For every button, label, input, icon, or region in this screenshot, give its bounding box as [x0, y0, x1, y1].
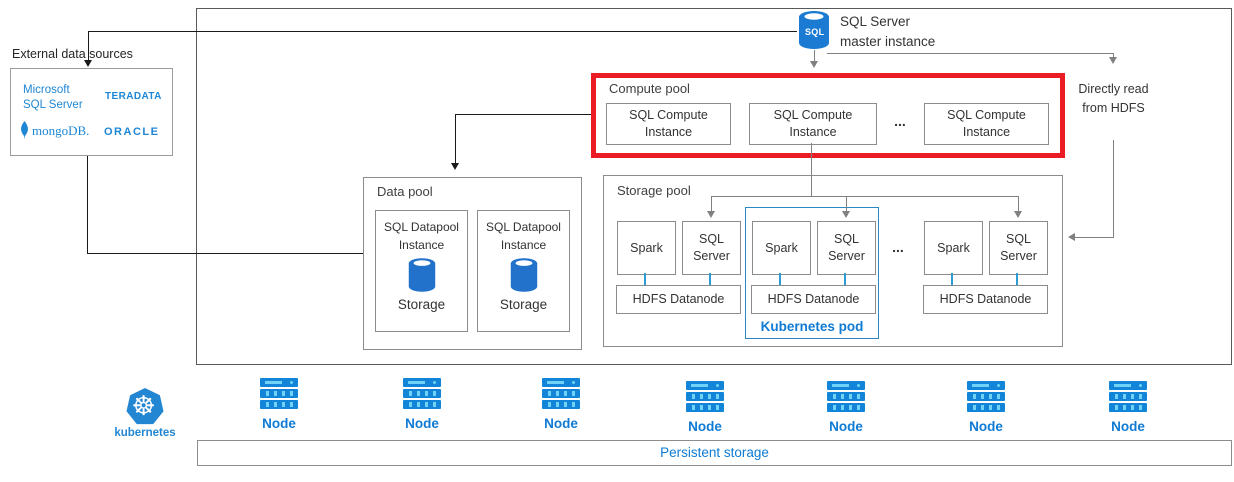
node-label: Node: [1111, 419, 1145, 434]
arrowhead-left: [1068, 233, 1075, 241]
connector-line: [87, 253, 363, 254]
hdfs-datanode-box: HDFS Datanode: [923, 285, 1048, 314]
kubernetes-label: kubernetes: [114, 427, 176, 439]
external-data-sources-box: Microsoft SQL Server TERADATA mongoDB. O…: [10, 68, 173, 156]
node-label: Node: [688, 419, 722, 434]
node-label: Node: [405, 416, 439, 431]
oracle-logo: ORACLE: [104, 126, 160, 138]
sql-server-box: SQL Server: [817, 221, 876, 275]
server-node-icon: [1109, 381, 1147, 414]
microsoft-sql-server-logo: Microsoft SQL Server: [23, 84, 83, 111]
connector: [644, 273, 646, 285]
server-node-icon: [260, 378, 298, 411]
server-node-icon: [403, 378, 441, 411]
kubernetes-wheel-glyph: ☸: [131, 391, 156, 421]
storage-label: Storage: [499, 297, 548, 312]
connector-line: [88, 31, 797, 32]
storage-pool-title: Storage pool: [617, 183, 691, 198]
datapool-instance-label: SQL Datapool Instance: [486, 220, 561, 252]
connector-line: [455, 114, 456, 163]
arrowhead-down: [451, 163, 459, 170]
connector-line: [1075, 237, 1114, 238]
connector-line: [87, 156, 88, 253]
sql-master-label: SQL Server master instance: [840, 14, 936, 49]
arrowhead-down: [707, 211, 715, 218]
connector: [779, 273, 781, 285]
sql-icon-text: SQL: [805, 27, 825, 37]
persistent-storage-label: Persistent storage: [660, 445, 769, 460]
node-label: Node: [829, 419, 863, 434]
spark-box: Spark: [752, 221, 811, 275]
connector: [844, 273, 846, 285]
spark-box: Spark: [924, 221, 983, 275]
connector-line: [1113, 53, 1114, 57]
node-label: Node: [262, 416, 296, 431]
kubernetes-pod-label: Kubernetes pod: [760, 319, 864, 334]
node-label: Node: [544, 416, 578, 431]
datapool-instance-label: SQL Datapool Instance: [384, 220, 459, 252]
server-node-icon: [686, 381, 724, 414]
arrowhead-down: [842, 211, 850, 218]
connector-line: [814, 50, 815, 61]
server-node-icon: [827, 381, 865, 414]
storage-label: Storage: [397, 297, 446, 312]
sql-compute-instance-box: SQL Compute Instance: [749, 103, 877, 145]
connector-line: [827, 53, 1113, 54]
hdfs-read-note: Directly read from HDFS: [1078, 82, 1149, 115]
mongodb-wordmark: mongoDB.: [32, 122, 90, 138]
storage-pool-ellipsis: ...: [892, 239, 904, 255]
sql-datapool-instance-box: SQL Datapool Instance Storage: [375, 210, 468, 332]
sql-compute-instance-box: SQL Compute Instance: [924, 103, 1049, 145]
compute-pool-highlight: [591, 73, 1065, 158]
cluster-boundary: [196, 8, 1232, 365]
node-label: Node: [969, 419, 1003, 434]
compute-pool-title: Compute pool: [609, 81, 690, 96]
data-pool-title: Data pool: [377, 184, 433, 199]
kubernetes-logo-icon: ☸: [125, 387, 165, 427]
arrowhead-down: [84, 60, 92, 67]
server-node-icon: [967, 381, 1005, 414]
connector-line: [811, 143, 812, 196]
sql-master-database-icon: SQL: [797, 10, 831, 50]
sql-compute-instance-box: SQL Compute Instance: [606, 103, 731, 145]
connector: [951, 273, 953, 285]
compute-pool-ellipsis: ...: [894, 113, 906, 129]
arrowhead-down: [1109, 57, 1117, 64]
connector-line: [711, 196, 712, 211]
storage-cylinder-icon: [408, 258, 435, 292]
connector-line: [1113, 140, 1114, 237]
mongodb-leaf-icon: [21, 121, 28, 140]
sql-server-box: SQL Server: [989, 221, 1048, 275]
storage-cylinder-icon: [510, 258, 537, 292]
teradata-logo: TERADATA: [105, 91, 162, 102]
persistent-storage-bar: [197, 440, 1232, 466]
connector-line: [88, 31, 89, 61]
hdfs-datanode-box: HDFS Datanode: [616, 285, 741, 314]
arrowhead-down: [810, 61, 818, 68]
arrowhead-down: [1014, 211, 1022, 218]
connector-line: [455, 114, 591, 115]
connector: [1016, 273, 1018, 285]
external-data-sources-title: External data sources: [12, 47, 133, 61]
connector-line: [711, 196, 1018, 197]
connector-line: [846, 196, 847, 211]
connector-line: [1018, 196, 1019, 211]
hdfs-datanode-box: HDFS Datanode: [751, 285, 876, 314]
connector: [709, 273, 711, 285]
sql-datapool-instance-box: SQL Datapool Instance Storage: [477, 210, 570, 332]
server-node-icon: [542, 378, 580, 411]
mongodb-logo: mongoDB.: [19, 121, 89, 140]
sql-server-box: SQL Server: [682, 221, 741, 275]
kubernetes-pod-box: [745, 207, 879, 339]
spark-box: Spark: [617, 221, 676, 275]
